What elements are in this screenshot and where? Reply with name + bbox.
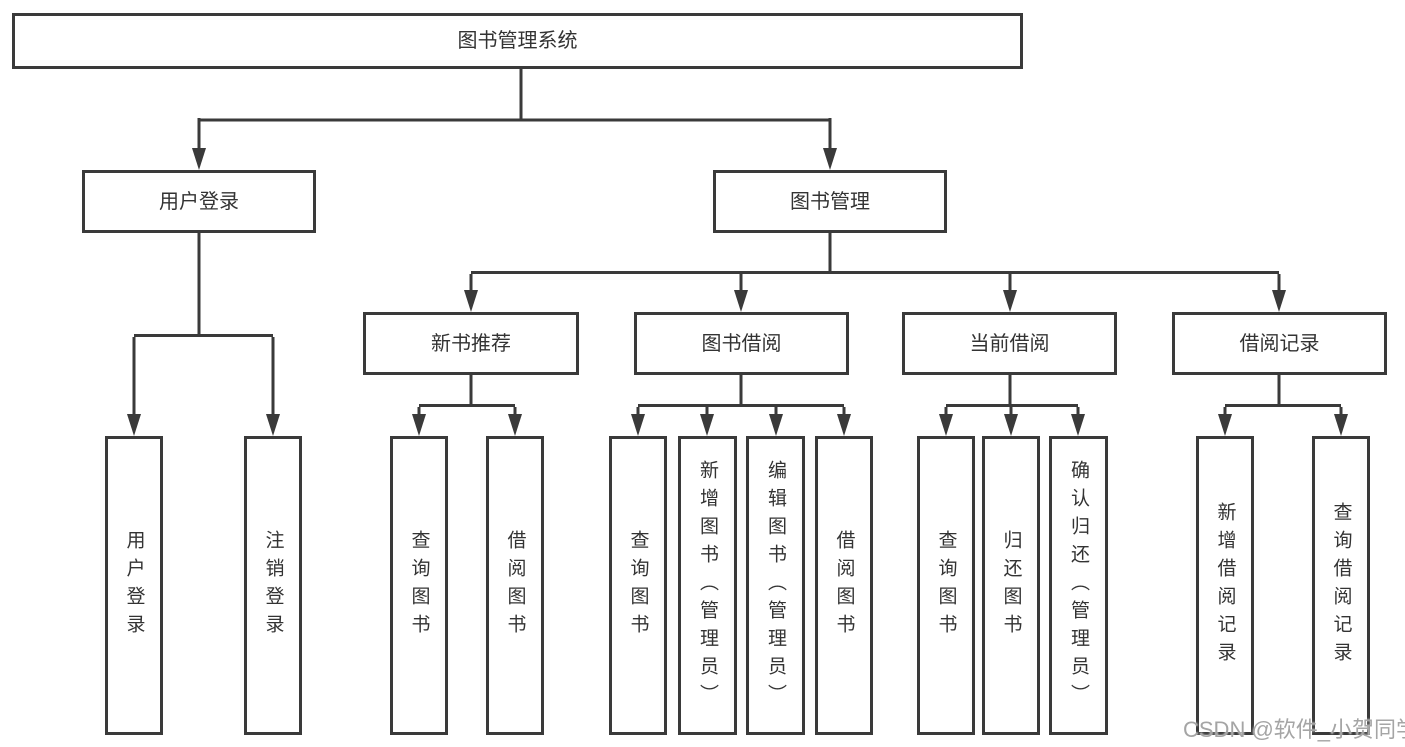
leaf-newbook-query-book-label: 查询图书 <box>408 529 430 642</box>
leaf-user-login: 用户登录 <box>105 436 163 735</box>
leaf-borrow-book-label: 借阅图书 <box>833 529 855 642</box>
node-book-management: 图书管理 <box>713 170 947 233</box>
leaf-logout: 注销登录 <box>244 436 302 735</box>
node-borrow-record: 借阅记录 <box>1172 312 1387 375</box>
connector-newbook-to-leaves <box>417 375 517 418</box>
node-borrow-record-label: 借阅记录 <box>1239 332 1320 355</box>
leaf-query-borrow-record: 查询借阅记录 <box>1312 436 1370 735</box>
leaf-current-query-book: 查询图书 <box>917 436 975 735</box>
leaf-return-book: 归还图书 <box>982 436 1040 735</box>
connector-borrow-to-leaves <box>636 375 846 418</box>
leaf-add-book-admin-label: 新增图书（管理员） <box>697 459 718 712</box>
leaf-newbook-borrow-book: 借阅图书 <box>486 436 544 735</box>
leaf-newbook-borrow-book-label: 借阅图书 <box>504 529 526 642</box>
node-user-login: 用户登录 <box>82 170 316 233</box>
node-new-book-recommend: 新书推荐 <box>363 312 579 375</box>
leaf-return-book-label: 归还图书 <box>1000 529 1022 642</box>
leaf-borrow-query-book-label: 查询图书 <box>627 529 649 642</box>
node-current-borrow: 当前借阅 <box>902 312 1117 375</box>
node-book-borrow: 图书借阅 <box>634 312 849 375</box>
leaf-borrow-book: 借阅图书 <box>815 436 873 735</box>
connector-root-to-level2 <box>197 69 832 152</box>
leaf-edit-book-admin: 编辑图书（管理员） <box>746 436 805 735</box>
leaf-query-borrow-record-label: 查询借阅记录 <box>1330 501 1352 670</box>
node-root: 图书管理系统 <box>12 13 1023 69</box>
node-root-label: 图书管理系统 <box>457 30 578 52</box>
leaf-current-query-book-label: 查询图书 <box>935 529 957 642</box>
connector-userlogin-to-leaves <box>132 232 275 418</box>
connector-record-to-leaves <box>1223 375 1343 418</box>
node-new-book-recommend-label: 新书推荐 <box>431 332 511 355</box>
node-book-borrow-label: 图书借阅 <box>701 332 782 355</box>
connector-bookmgmt-to-level3 <box>469 232 1281 294</box>
node-current-borrow-label: 当前借阅 <box>969 332 1050 355</box>
connector-current-to-leaves <box>944 375 1080 418</box>
node-book-management-label: 图书管理 <box>790 190 870 213</box>
leaf-confirm-return-admin-label: 确认归还（管理员） <box>1068 459 1089 712</box>
leaf-newbook-query-book: 查询图书 <box>390 436 448 735</box>
leaf-logout-label: 注销登录 <box>262 529 284 642</box>
leaf-edit-book-admin-label: 编辑图书（管理员） <box>765 459 786 712</box>
node-user-login-label: 用户登录 <box>159 190 239 213</box>
leaf-user-login-label: 用户登录 <box>123 529 145 642</box>
leaf-add-borrow-record-label: 新增借阅记录 <box>1214 501 1236 670</box>
watermark: CSDN @软件_小贺同学 <box>1183 717 1405 742</box>
leaf-confirm-return-admin: 确认归还（管理员） <box>1049 436 1108 735</box>
leaf-add-book-admin: 新增图书（管理员） <box>678 436 737 735</box>
leaf-add-borrow-record: 新增借阅记录 <box>1196 436 1254 735</box>
leaf-borrow-query-book: 查询图书 <box>609 436 667 735</box>
